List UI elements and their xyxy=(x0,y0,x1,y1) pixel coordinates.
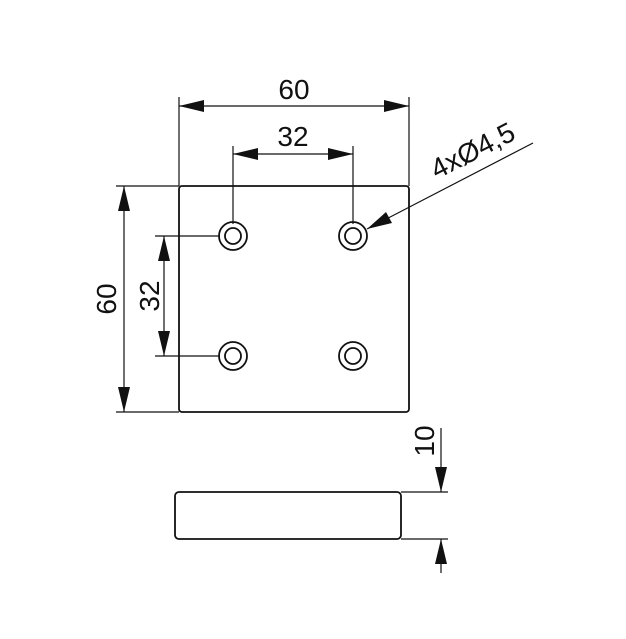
plate-top-outline xyxy=(178,185,410,413)
dimension-hole-spacing-x: 32 xyxy=(232,121,354,224)
hole-top-left xyxy=(218,221,248,251)
hole-top-right xyxy=(338,221,368,251)
hole-spacing-x-label: 32 xyxy=(277,121,308,152)
overall-height-label: 60 xyxy=(91,283,122,314)
plate-side-outline xyxy=(174,491,402,540)
hole-callout: 4xØ4,5 xyxy=(366,116,534,230)
hole-bottom-left xyxy=(218,341,248,371)
thickness-label: 10 xyxy=(409,425,440,456)
dimension-hole-spacing-y: 32 xyxy=(134,235,220,357)
hole-spacing-y-label: 32 xyxy=(134,280,165,311)
dimension-thickness: 10 xyxy=(401,425,448,573)
dimension-overall-width: 60 xyxy=(178,74,410,186)
overall-width-label: 60 xyxy=(278,74,309,105)
side-view: 10 xyxy=(174,425,448,573)
dimension-overall-height: 60 xyxy=(91,185,179,413)
top-view: 60 32 60 32 xyxy=(91,74,534,413)
hole-bottom-right xyxy=(338,341,368,371)
